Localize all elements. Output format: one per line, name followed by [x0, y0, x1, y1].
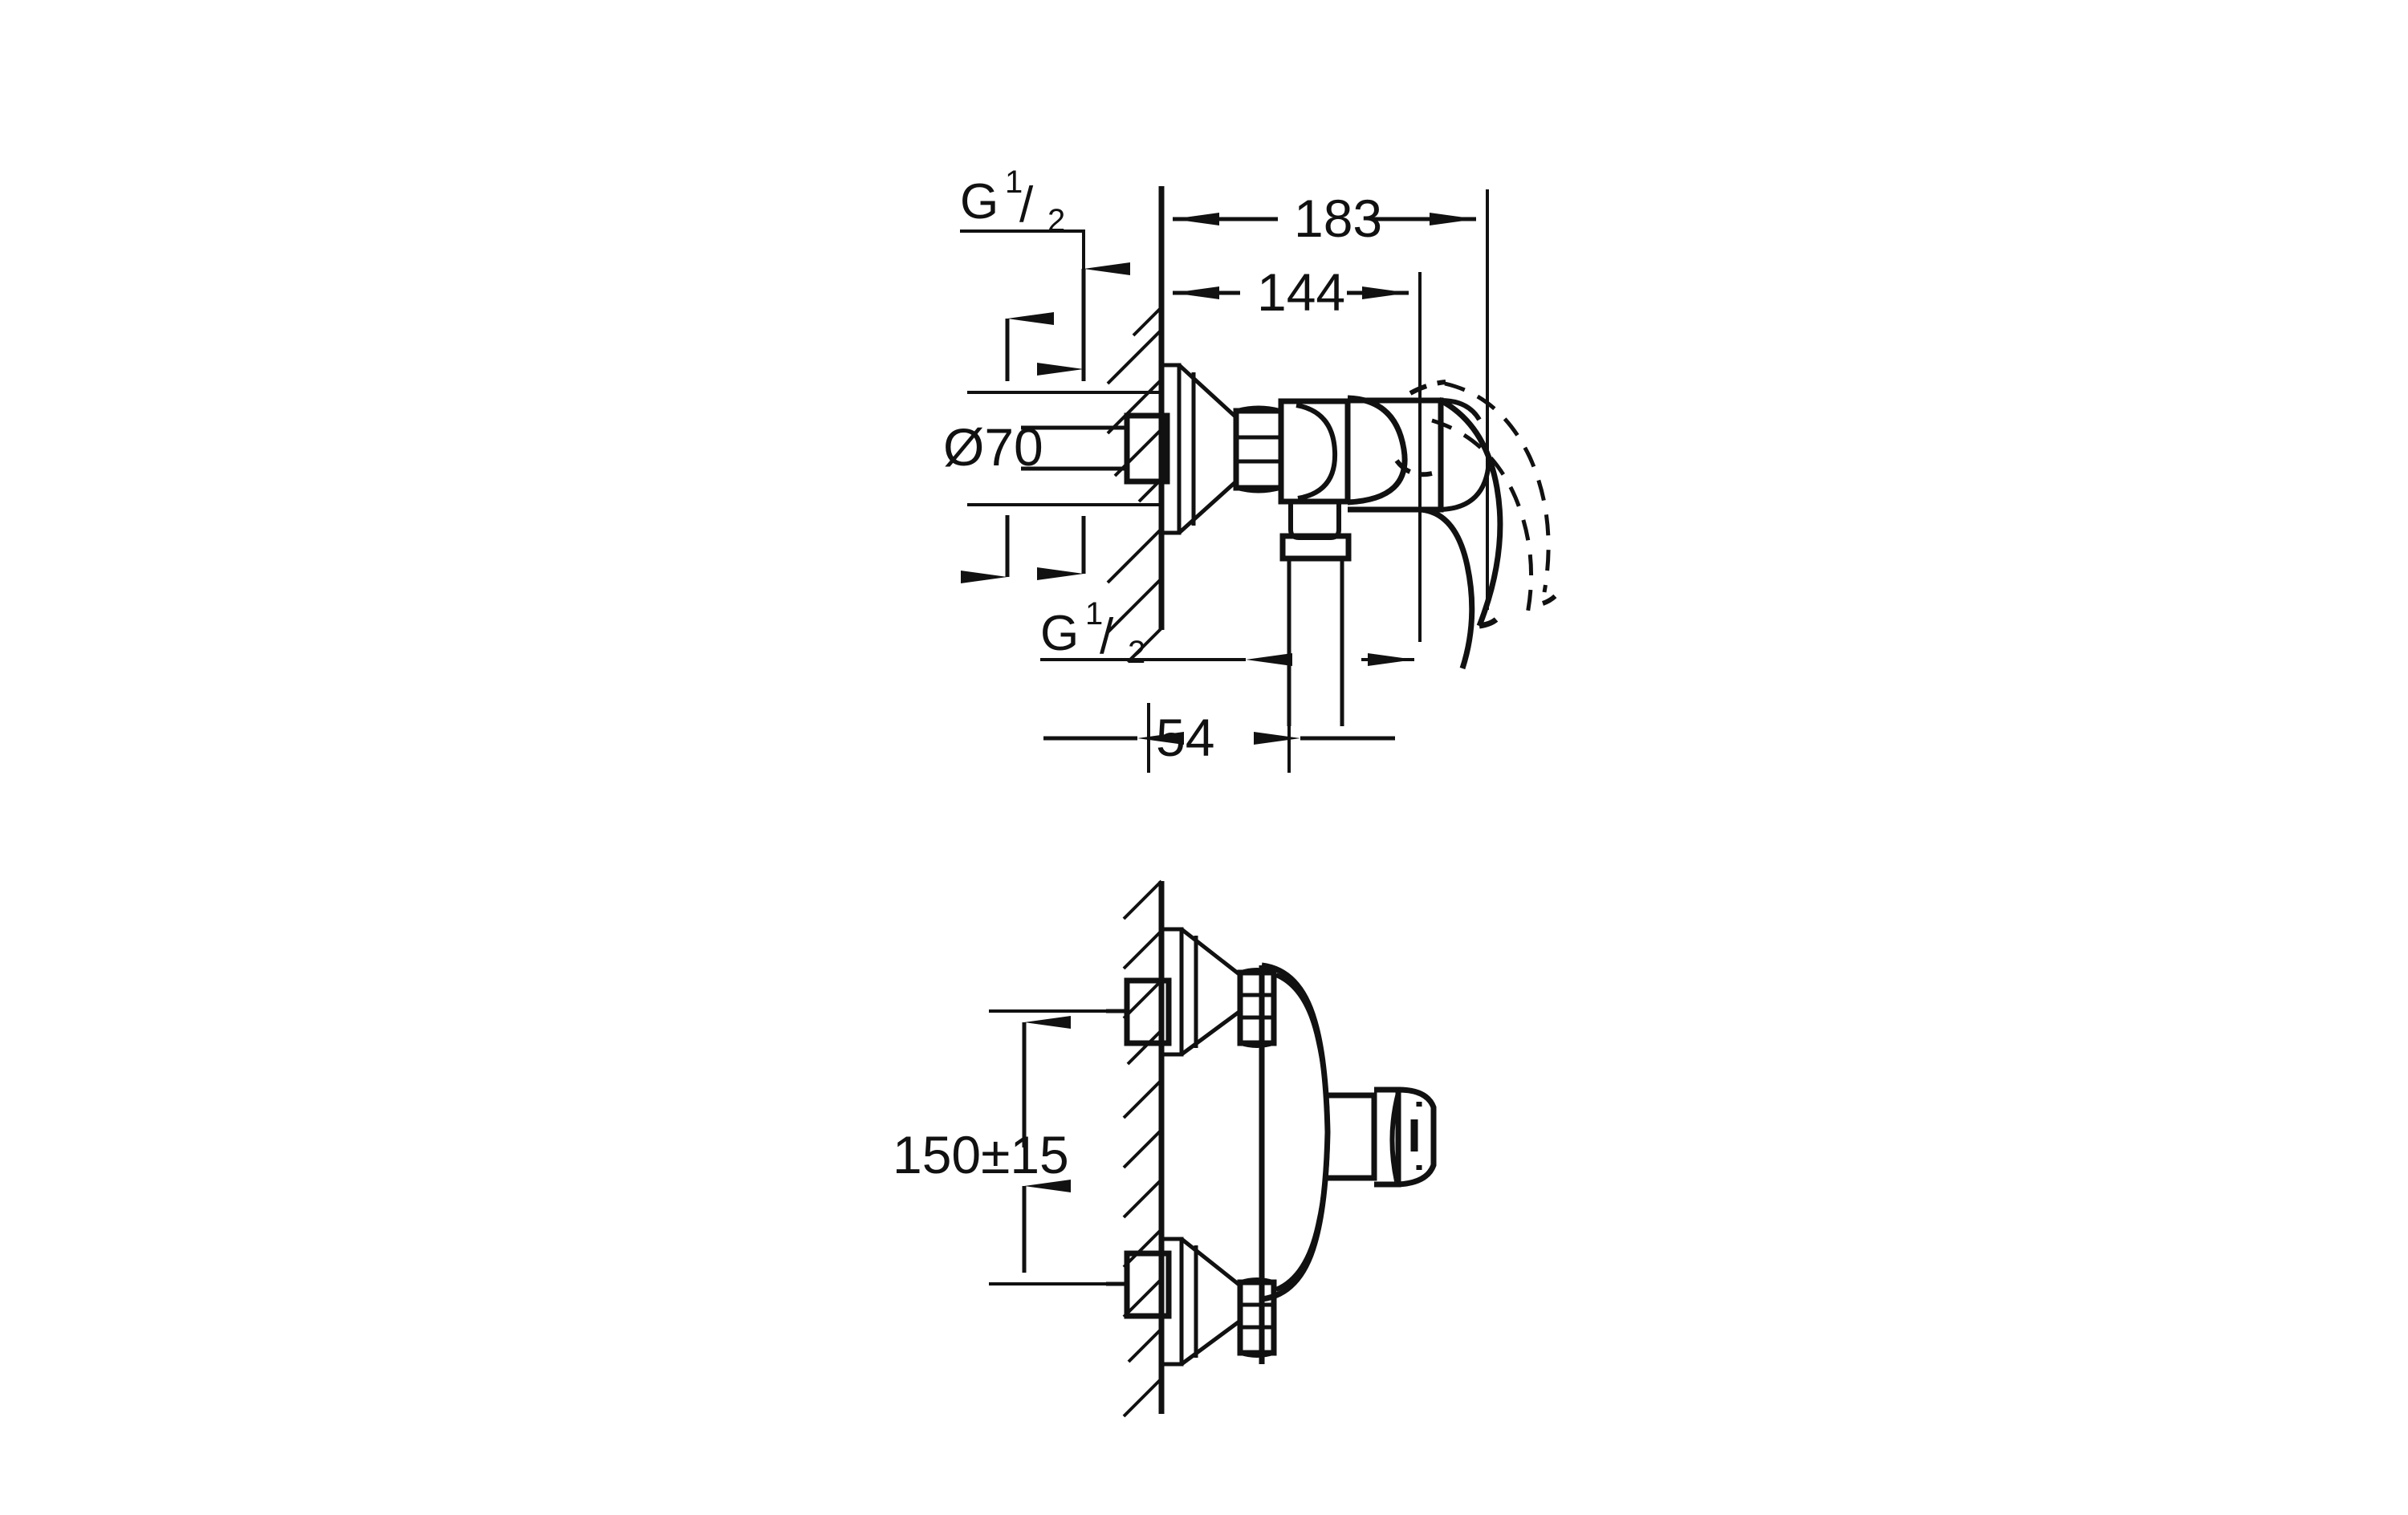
dimension-label-d70: Ø70 — [943, 417, 1043, 477]
dimension-label-183: 183 — [1294, 189, 1382, 248]
g-slash-upper: / — [1019, 177, 1034, 233]
dimension-150 — [989, 1009, 1127, 1286]
escutcheon-bottom-lower-view — [1161, 1237, 1243, 1367]
dimension-144 — [1173, 272, 1422, 642]
g-letter-upper: G — [960, 174, 999, 229]
mixer-body-lower-view — [1259, 962, 1331, 1364]
leader-g-half-upper — [960, 229, 1085, 376]
dimension-label-54: 54 — [1156, 708, 1214, 767]
dimension-54 — [1043, 703, 1395, 773]
outlet-pipe-upper — [1287, 558, 1344, 726]
dimension-label-150: 150±15 — [893, 1125, 1069, 1184]
union-nut-bottom-lower-view — [1237, 1277, 1277, 1358]
escutcheon-top-lower-view — [1161, 927, 1243, 1057]
dimension-183 — [1160, 186, 1489, 610]
callout-g-half-lower: G 1 / 2 — [1040, 596, 1145, 670]
dimension-label-144: 144 — [1257, 262, 1345, 322]
handle-knob-lower-view — [1328, 1086, 1437, 1188]
wall-section-lower — [1122, 879, 1165, 1418]
wall-section-upper — [1106, 186, 1165, 664]
leader-g-half-lower — [1040, 610, 1414, 686]
mixer-body-upper — [1278, 395, 1408, 562]
g-numerator-upper: 1 — [1005, 164, 1023, 200]
lever-handle-upper — [1348, 380, 1561, 670]
escutcheon-upper — [1161, 363, 1239, 535]
g-numerator-lower: 1 — [1085, 596, 1103, 632]
inlet-connector-upper — [1021, 412, 1170, 485]
g-slash-lower: / — [1100, 609, 1114, 664]
g-letter-lower: G — [1040, 606, 1079, 661]
callout-g-half-upper: G 1 / 2 — [960, 164, 1065, 238]
union-nut-top-lower-view — [1237, 968, 1277, 1048]
g-denominator-upper: 2 — [1047, 203, 1065, 238]
union-nut-upper — [1233, 405, 1284, 493]
g-denominator-lower: 2 — [1128, 635, 1145, 670]
